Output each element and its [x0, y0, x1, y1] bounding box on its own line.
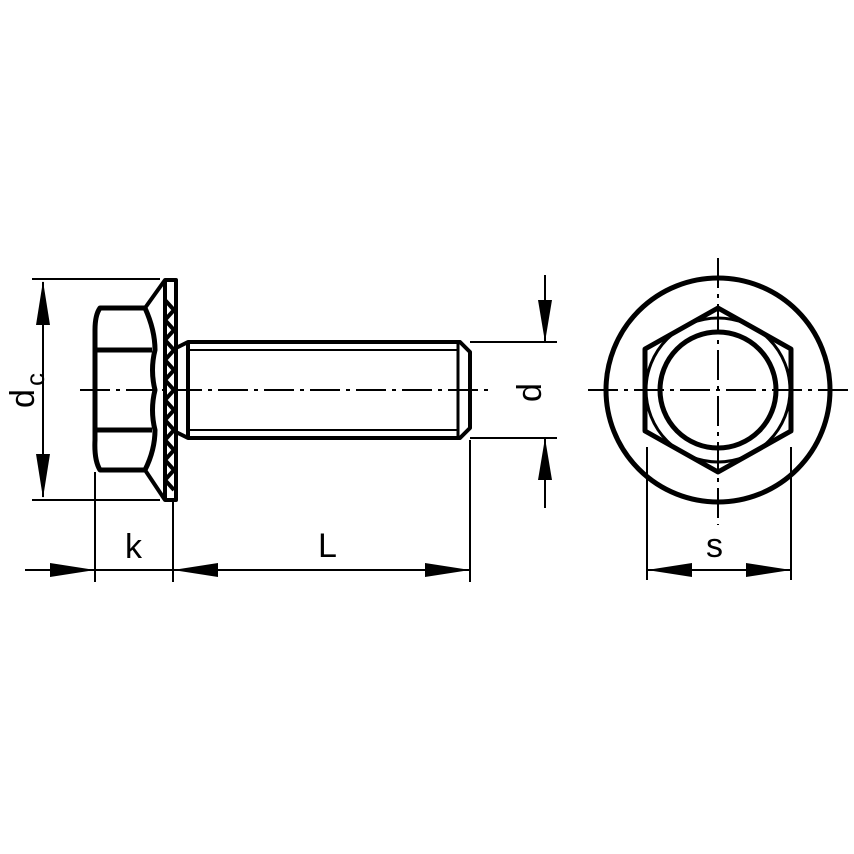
label-k: k [125, 528, 143, 566]
label-d: d [511, 383, 549, 402]
label-s: s [706, 527, 723, 565]
centerlines-end [588, 258, 854, 525]
dimension-k-L [25, 440, 471, 582]
arrowheads [36, 281, 791, 577]
label-dc-subscript: c [20, 373, 50, 386]
label-L: L [318, 527, 337, 565]
hex-head-side [92, 305, 158, 473]
label-dc: d [4, 389, 42, 408]
